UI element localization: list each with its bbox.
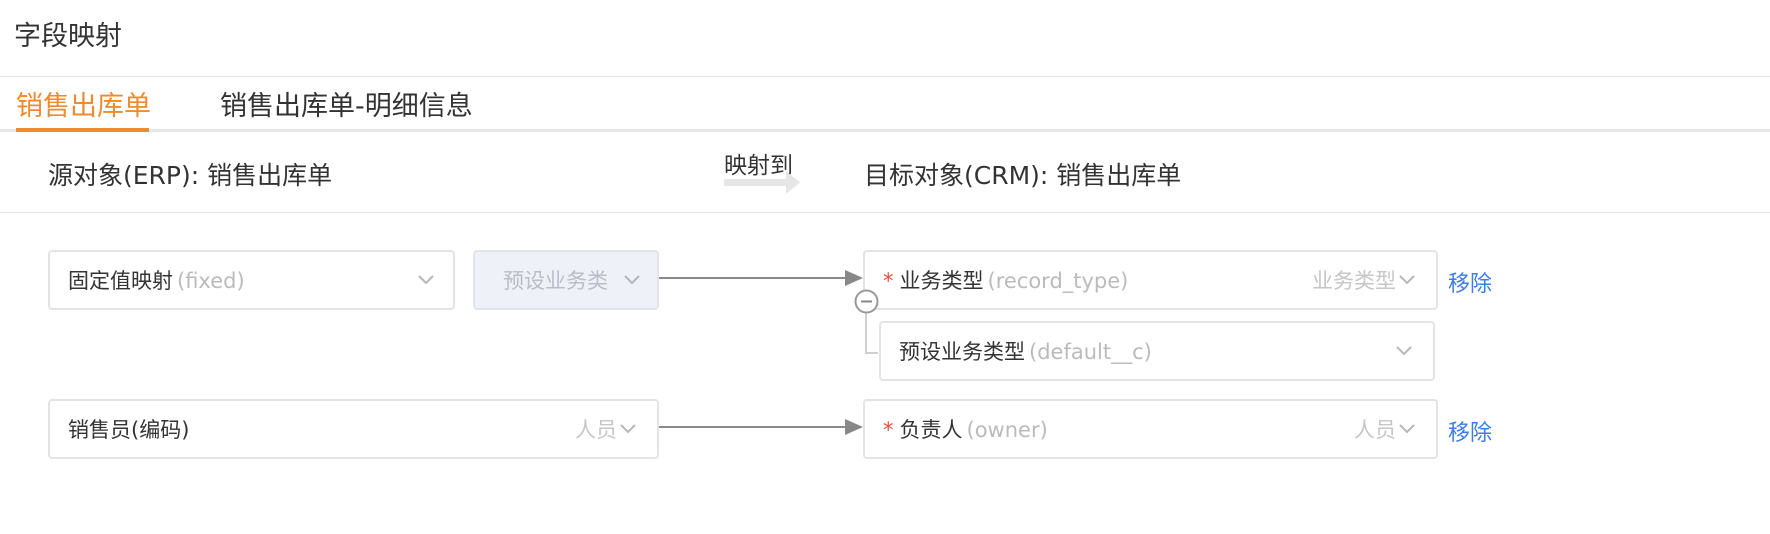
required-marker: * (883, 418, 894, 442)
source-field-label: 销售员(编码) (68, 418, 190, 442)
target-field-label: 负责人 (899, 418, 963, 442)
chevron-down-icon (1396, 346, 1412, 356)
tab-bar-divider (0, 129, 1770, 132)
map-to-label: 映射到 (724, 153, 793, 179)
divider (0, 212, 1770, 213)
chevron-down-icon (1399, 275, 1415, 285)
target-object-label: 目标对象(CRM): 销售出库单 (864, 161, 1182, 190)
remove-button[interactable]: 移除 (1448, 272, 1493, 297)
arrow-right-icon (724, 171, 800, 194)
field-type-label: 人员 (1354, 418, 1396, 442)
fixed-value-select[interactable]: 预设业务类 (473, 250, 659, 310)
source-object-label: 源对象(ERP): 销售出库单 (48, 161, 333, 190)
target-field-text: *业务类型(record_type) (883, 265, 1128, 295)
chevron-down-icon (1399, 424, 1415, 434)
chevron-down-icon (620, 424, 636, 434)
sub-target-field-label: 预设业务类型 (899, 340, 1025, 364)
target-field-api: (record_type) (987, 269, 1129, 293)
active-tab-indicator (16, 128, 149, 132)
tab-sales-outbound-details[interactable]: 销售出库单-明细信息 (220, 91, 473, 122)
target-field-label: 业务类型 (899, 269, 984, 293)
sub-target-field-api: (default__c) (1029, 340, 1152, 364)
field-type-label: 业务类型 (1312, 269, 1396, 293)
target-field-text: *负责人(owner) (883, 414, 1048, 444)
minus-circle-icon[interactable] (854, 289, 879, 314)
sub-target-field-text: 预设业务类型(default__c) (899, 336, 1152, 366)
target-field-select[interactable]: *业务类型(record_type) 业务类型 (863, 250, 1438, 310)
source-mode-api: (fixed) (177, 269, 245, 293)
required-marker: * (883, 269, 894, 293)
divider (0, 76, 1770, 77)
target-field-api: (owner) (966, 418, 1048, 442)
source-field-select[interactable]: 销售员(编码) 人员 (48, 399, 659, 459)
source-mode-label: 固定值映射 (68, 269, 173, 293)
chevron-down-icon (624, 275, 640, 285)
field-type-label: 人员 (575, 418, 617, 442)
source-mode-text: 固定值映射(fixed) (68, 265, 245, 295)
remove-button[interactable]: 移除 (1448, 421, 1493, 446)
target-field-select[interactable]: *负责人(owner) 人员 (863, 399, 1438, 459)
page-title: 字段映射 (14, 21, 122, 52)
tab-sales-outbound[interactable]: 销售出库单 (16, 91, 151, 122)
sub-field-connector (865, 313, 878, 354)
fixed-value-text: 预设业务类 (503, 269, 608, 293)
mapping-connector (659, 270, 863, 286)
sub-target-field-select[interactable]: 预设业务类型(default__c) (879, 321, 1435, 381)
mapping-connector (659, 419, 863, 435)
source-mode-select[interactable]: 固定值映射(fixed) (48, 250, 455, 310)
chevron-down-icon (418, 275, 434, 285)
